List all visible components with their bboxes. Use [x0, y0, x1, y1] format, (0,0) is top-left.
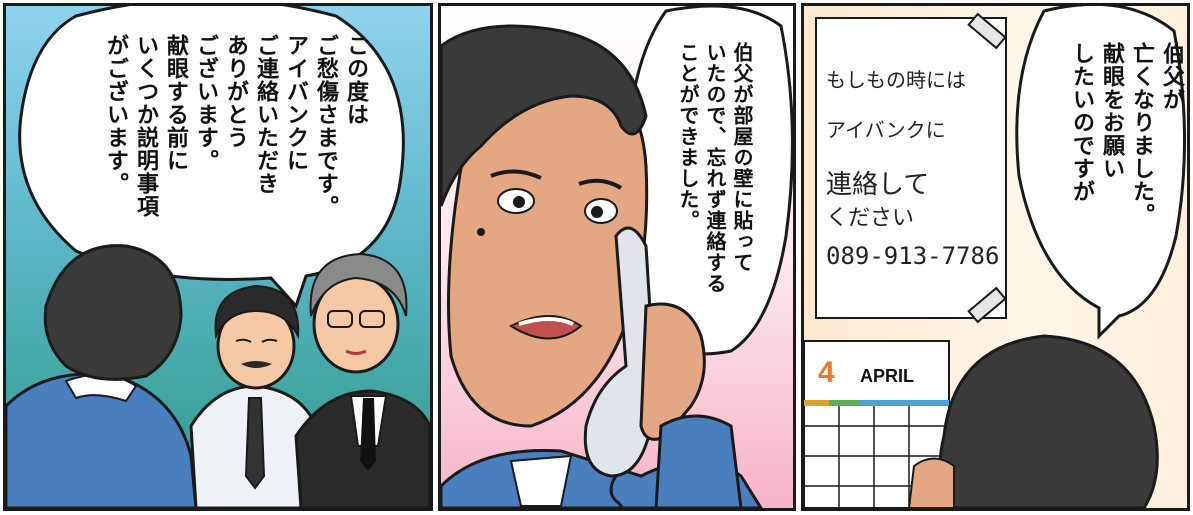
- back-man-hair: [938, 334, 1159, 508]
- speech-line: 献眼をお願い: [1099, 42, 1124, 180]
- speech-line: ございます。: [193, 34, 218, 172]
- poster-phone-number: 089-913-7786: [826, 242, 1000, 270]
- man-collar: [509, 454, 573, 507]
- poster-line: アイバンクに: [826, 118, 946, 142]
- panel-2: 伯父が部屋の壁に貼って いたので、忘れず連絡する ことができました。: [438, 3, 796, 511]
- panel-1: この度は ご愁傷さまです。 アイバンクに ご連絡いただき ありがとう ございます…: [3, 3, 433, 511]
- speech-line: 亡くなりました。: [1129, 42, 1154, 226]
- glasses-left-lens: [327, 310, 353, 328]
- speech-line: 伯父が部屋の壁に貼って: [730, 42, 754, 273]
- speech-line: いくつか説明事項: [133, 34, 158, 218]
- speech-bubble: [1015, 6, 1187, 340]
- doctor-tie: [244, 397, 266, 490]
- wall-poster: [815, 17, 1007, 319]
- speech-text: 伯父が部屋の壁に貼って いたので、忘れず連絡する ことができました。: [674, 42, 755, 342]
- poster-line: もしもの時には: [826, 68, 966, 92]
- tape-top: [967, 12, 1007, 50]
- poster-line: ください: [826, 206, 915, 231]
- glasses-right-lens: [359, 310, 385, 328]
- speech-text: 伯父が 亡くなりました。 献眼をお願い したいのですが: [1066, 42, 1186, 292]
- phone-cord: [609, 475, 623, 508]
- man-hair: [441, 24, 648, 207]
- man-mole: [477, 228, 485, 236]
- speech-text: この度は ご愁傷さまです。 アイバンクに ご連絡いただき ありがとう ございます…: [100, 34, 370, 274]
- back-man-hand: [907, 457, 955, 508]
- speech-line: いたので、忘れず連絡する: [703, 42, 727, 294]
- speech-line: ご愁傷さまです。: [313, 34, 338, 218]
- speech-line: ご連絡いただき: [253, 34, 278, 195]
- speech-line: がございます。: [103, 34, 128, 195]
- man-hand: [639, 302, 706, 441]
- speech-line: ことができました。: [676, 42, 700, 231]
- panel-3: もしもの時には アイバンクに 連絡して ください 089-913-7786 4 …: [801, 3, 1190, 511]
- speech-line: ありがとう: [223, 34, 248, 149]
- calendar-grid: [804, 406, 949, 508]
- man-sleeve: [654, 414, 743, 508]
- speech-line: 献眼する前に: [163, 34, 188, 172]
- calendar-month: APRIL: [860, 366, 914, 386]
- back-figure-hair: [43, 244, 183, 381]
- poster-line: 連絡して: [826, 170, 930, 200]
- speech-line: したいのですが: [1069, 42, 1094, 203]
- doctor-hair: [214, 284, 300, 340]
- suit-tie: [360, 398, 376, 471]
- speech-bubble: [18, 6, 405, 309]
- panel-2-art: [441, 6, 793, 508]
- tape-bottom: [967, 286, 1007, 324]
- calendar-number: 4: [818, 356, 835, 389]
- speech-line: アイバンクに: [283, 34, 308, 172]
- panel-1-art: [6, 6, 430, 508]
- phone-receiver: [583, 226, 655, 478]
- speech-line: 伯父が: [1159, 42, 1184, 111]
- panel-3-art: [804, 6, 1187, 508]
- speech-line: この度は: [343, 34, 368, 126]
- glasses-man-hair: [309, 252, 408, 317]
- doctor-mustache: [241, 361, 272, 368]
